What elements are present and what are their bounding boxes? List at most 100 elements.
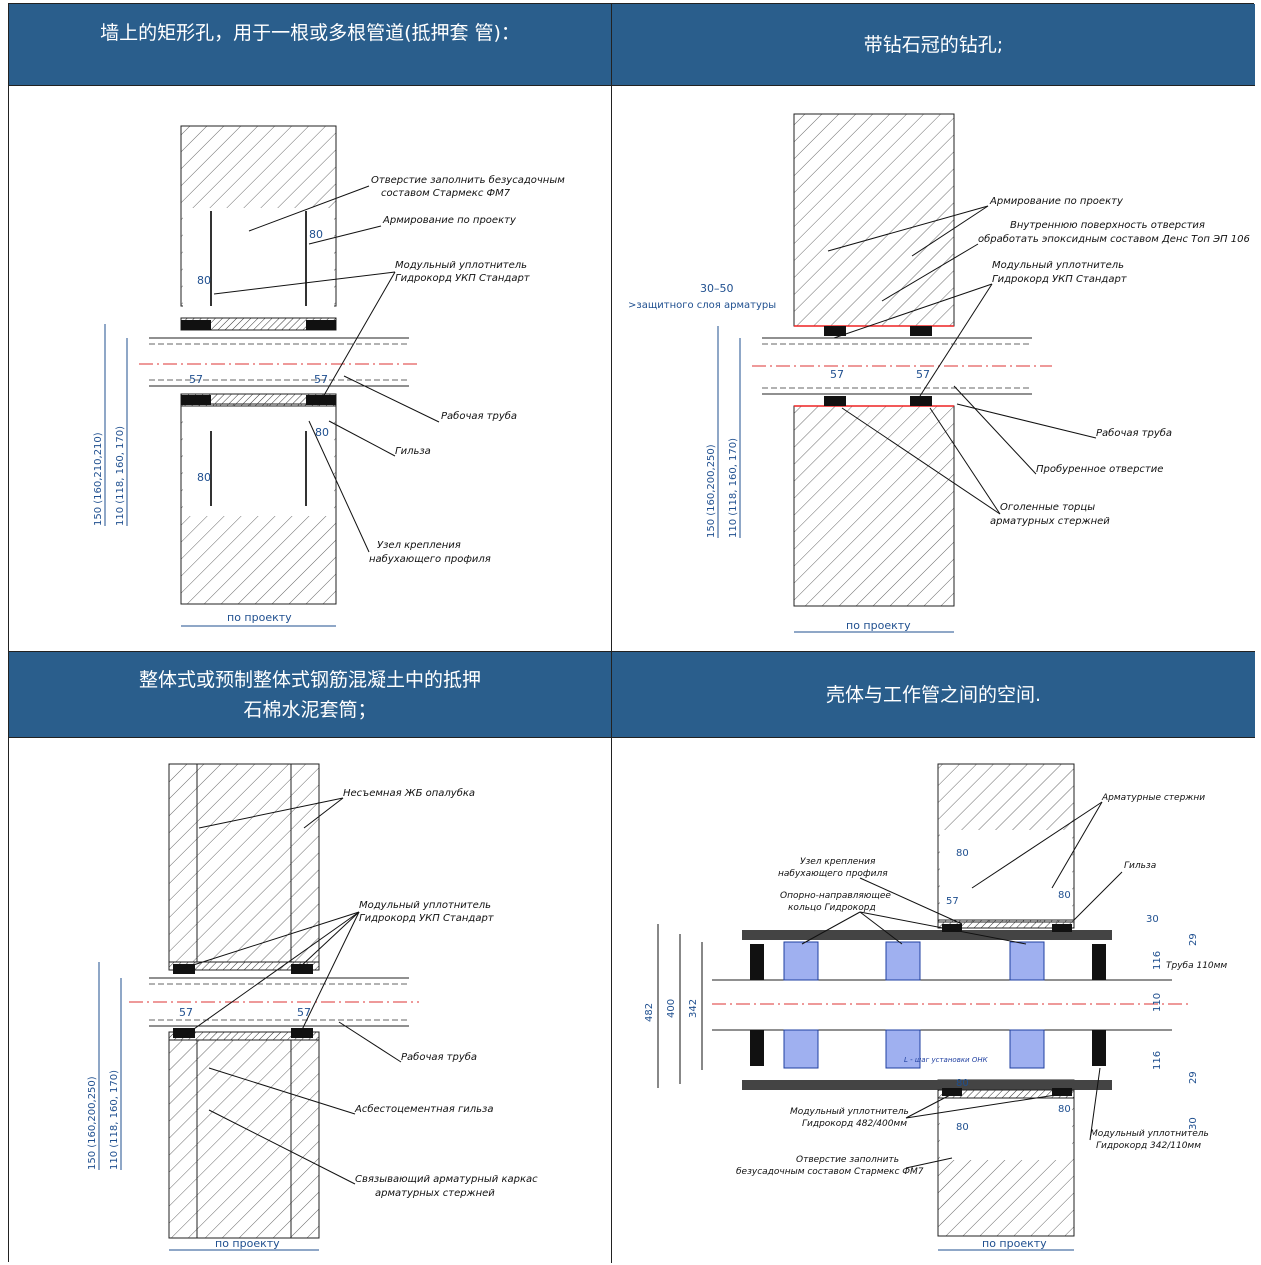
label-seal-2: Гидрокорд УКП Стандарт (992, 274, 1128, 285)
label-seal-b1: Модульный уплотнитель (1090, 1129, 1209, 1139)
dim-57-b: 57 (314, 373, 328, 386)
label-ends-2: арматурных стержней (990, 516, 1110, 527)
drawing-drilled-hole: 57 57 30–50 >защитного слоя арматуры 150… (612, 86, 1255, 652)
dim-482: 482 (644, 1003, 655, 1022)
dim-80-b: 80 (1058, 890, 1071, 901)
dim-80-d: 80 (197, 471, 211, 484)
label-fill-1: Отверстие заполнить безусадочным (371, 174, 565, 186)
dim-bottom: по проекту (982, 1237, 1047, 1250)
dim-29-bottom: 29 (1188, 1071, 1199, 1084)
drawing-3-svg: 57 57 150 (160,200,250) 110 (118, 160, 1… (87, 763, 538, 1251)
drawing-casing-space: 80 80 80 80 80 57 30 29 116 110 116 29 3… (612, 738, 1255, 1263)
dim-29-top: 29 (1188, 933, 1199, 946)
casing-bottom (742, 1080, 1112, 1090)
label-sleeve: Гильза (395, 446, 431, 457)
label-seal-a1: Модульный уплотнитель (790, 1107, 909, 1117)
label-inner-1: Внутреннюю поверхность отверстия (1010, 220, 1205, 231)
wall-upper (168, 763, 320, 963)
dim-80-a: 80 (956, 848, 969, 859)
dim-80-a: 80 (197, 274, 211, 287)
dim-30-bottom: 30 (1188, 1117, 1199, 1130)
header-bottom-left-line1: 整体式或预制整体式钢筋混凝土中的抵押 (138, 668, 481, 691)
dim-116-top: 116 (1152, 951, 1163, 970)
dim-30-50: 30–50 (700, 282, 734, 295)
dim-110: 110 (118, 160, 170) (109, 1070, 120, 1170)
label-rebar: Армирование по проекту (989, 196, 1124, 207)
label-asbestos: Асбестоцементная гильза (354, 1103, 493, 1115)
dim-110: 110 (118, 160, 170) (728, 438, 739, 538)
label-drilled: Пробуренное отверстие (1036, 463, 1163, 475)
label-seal-2: Гидрокорд УКП Стандарт (359, 913, 495, 924)
label-seal-1: Модульный уплотнитель (992, 260, 1124, 271)
wall-lower (168, 1039, 320, 1239)
label-seal-a2: Гидрокорд 482/400мм (802, 1119, 907, 1129)
dim-bottom: по проекту (215, 1237, 280, 1250)
dim-80-c: 80 (315, 426, 329, 439)
label-node-1: Узел крепления (377, 540, 461, 551)
label-rods: Арматурные стержни (1101, 793, 1205, 803)
header-top-right: 带钻石冠的钻孔; (612, 4, 1255, 86)
header-top-left: 墙上的矩形孔，用于一根或多根管道(抵押套 管)： (9, 4, 612, 86)
label-fill-2: безусадочным составом Стармекс ФМ7 (736, 1167, 924, 1177)
label-fill-2: составом Стармекс ФМ7 (381, 188, 511, 199)
dim-57-a: 57 (189, 373, 203, 386)
dim-57-b: 57 (297, 1006, 311, 1019)
label-pipe: Рабочая труба (401, 1051, 477, 1063)
label-pipe: Рабочая труба (441, 410, 517, 422)
label-node-1: Узел крепления (800, 857, 876, 867)
label-pipe: Рабочая труба (1096, 427, 1172, 439)
label-formwork: Несъемная ЖБ опалубка (343, 787, 475, 799)
figure-grid: 墙上的矩形孔，用于一根或多根管道(抵押套 管)： 带钻石冠的钻孔; 整体式或预制… (8, 3, 1255, 1263)
label-inner-2: обработать эпоксидным составом Денс Топ … (978, 233, 1250, 245)
dim-80-c: 80 (956, 1078, 969, 1089)
label-pipe: Труба 110мм (1166, 961, 1227, 971)
dim-110-pipe: 110 (1152, 993, 1163, 1012)
dim-342: 342 (688, 999, 699, 1018)
label-node-2: набухающего профиля (778, 869, 888, 879)
drawing-4-svg: 80 80 80 80 80 57 30 29 116 110 116 29 3… (644, 763, 1227, 1251)
wall-upper (793, 113, 955, 327)
drawing-1-svg: 80 80 80 80 57 57 150 (160,210,210) 110 … (93, 125, 565, 627)
dim-116-bottom: 116 (1152, 1051, 1163, 1070)
header-top-left-text: 墙上的矩形孔，用于一根或多根管道(抵押套 管)： (100, 22, 520, 44)
dim-bottom: по проекту (846, 619, 911, 632)
dim-150: 150 (160,200,250) (87, 1076, 98, 1170)
label-seal-b2: Гидрокорд 342/110мм (1096, 1141, 1201, 1151)
wall-lower (793, 405, 955, 607)
dim-57-a: 57 (830, 368, 844, 381)
header-bottom-left: 整体式或预制整体式钢筋混凝土中的抵押 石棉水泥套筒； (9, 652, 612, 738)
dim-57: 57 (946, 896, 959, 907)
label-ring-1: Опорно-направляющее (780, 891, 891, 901)
header-bottom-right-text: 壳体与工作管之间的空间. (825, 683, 1042, 706)
drawing-rectangular-opening: 80 80 80 80 57 57 150 (160,210,210) 110 … (9, 86, 612, 652)
dim-400: 400 (666, 999, 677, 1018)
label-ring-2: кольцо Гидрокорд (788, 903, 876, 913)
label-sleeve: Гильза (1124, 861, 1156, 871)
dim-57-b: 57 (916, 368, 930, 381)
header-top-right-text: 带钻石冠的钻孔; (863, 33, 1004, 56)
header-bottom-right: 壳体与工作管之间的空间. (612, 652, 1255, 738)
label-cage-2: арматурных стержней (375, 1188, 495, 1199)
dim-150: 150 (160,200,250) (706, 444, 717, 538)
label-seal-1: Модульный уплотнитель (359, 900, 491, 911)
label-fill-1: Отверстие заполнить (796, 1155, 899, 1165)
casing-top (742, 930, 1112, 940)
dim-30-top: 30 (1146, 914, 1159, 925)
dim-80-d: 80 (1058, 1104, 1071, 1115)
dim-bottom: по проекту (227, 611, 292, 624)
dim-80-b: 80 (309, 228, 323, 241)
label-ends-1: Оголенные торцы (1000, 502, 1095, 513)
label-seal-1: Модульный уплотнитель (395, 260, 527, 271)
dim-110: 110 (118, 160, 170) (115, 426, 126, 526)
drawing-asbestos-sleeve: 57 57 150 (160,200,250) 110 (118, 160, 1… (9, 738, 612, 1263)
dim-150: 150 (160,210,210) (93, 432, 104, 526)
label-rebar: Армирование по проекту (382, 215, 517, 226)
label-protect-layer: >защитного слоя арматуры (628, 300, 776, 311)
label-seal-2: Гидрокорд УКП Стандарт (395, 273, 531, 284)
label-node-2: набухающего профиля (369, 553, 491, 565)
dim-57-a: 57 (179, 1006, 193, 1019)
header-bottom-left-line2: 石棉水泥套筒； (243, 698, 377, 721)
drawing-2-svg: 57 57 30–50 >защитного слоя арматуры 150… (628, 113, 1250, 633)
label-step: L - шаг установки ОНК (904, 1056, 989, 1064)
label-cage-1: Связывающий арматурный каркас (355, 1174, 538, 1185)
